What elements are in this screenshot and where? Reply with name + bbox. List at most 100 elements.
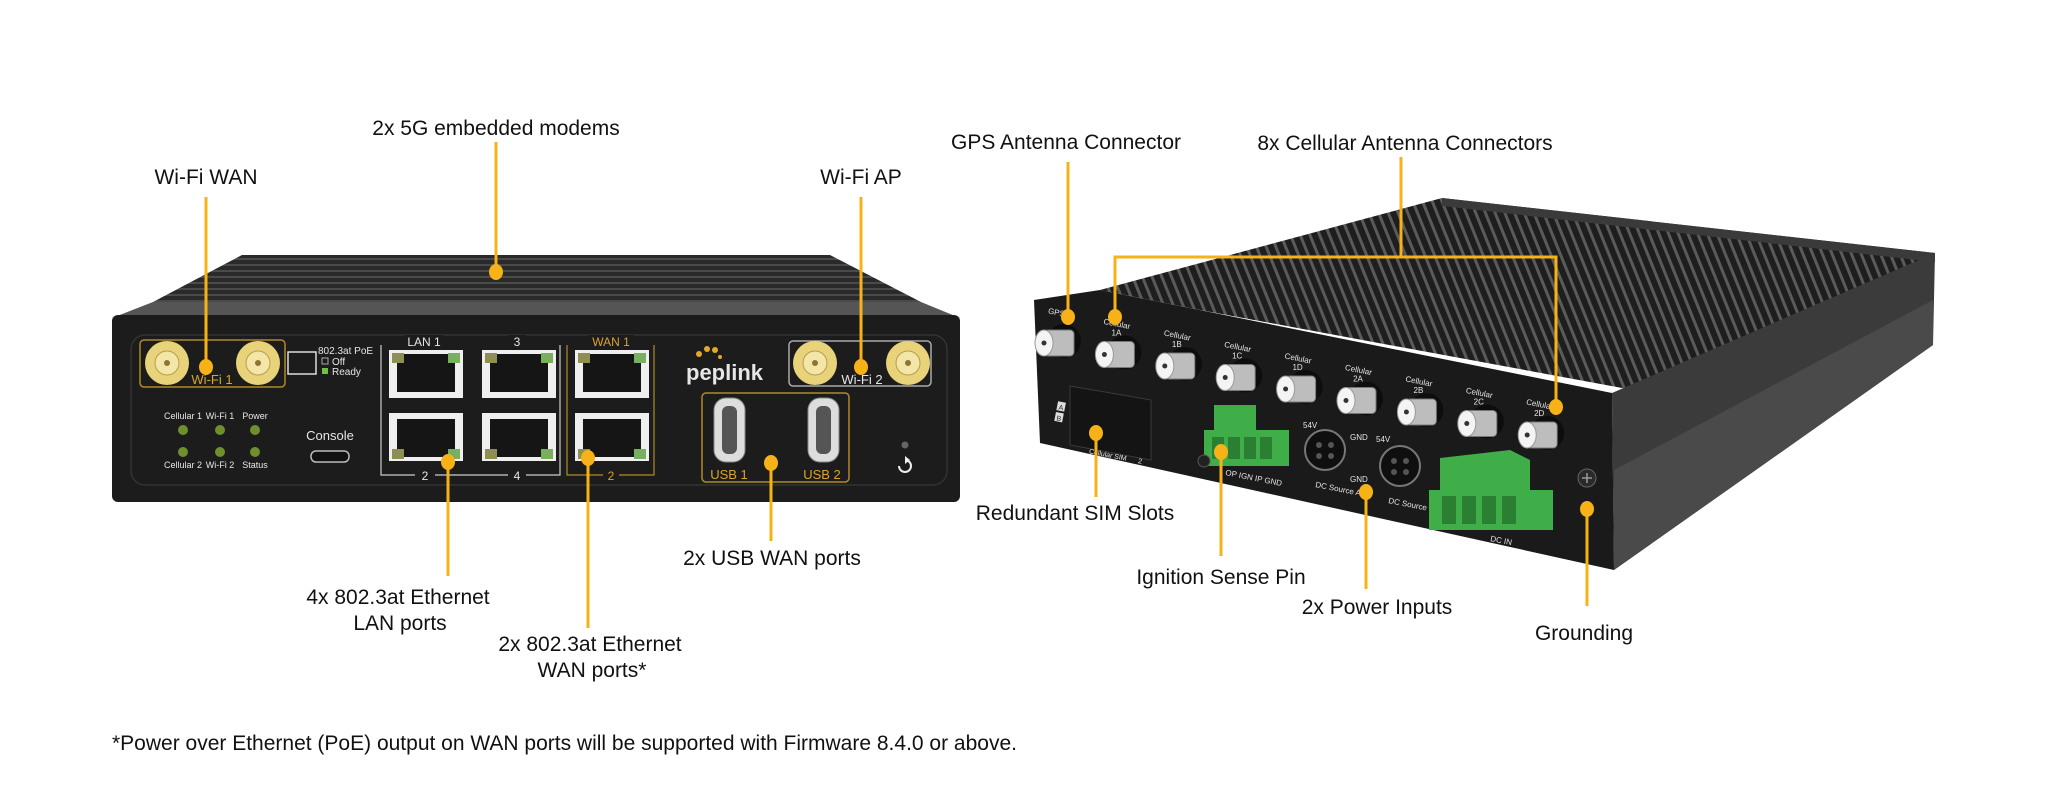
callout-dot-power <box>1359 484 1373 500</box>
antenna-connector-cellular-1b[interactable] <box>1155 347 1202 381</box>
led-label-cellular1: Cellular 1 <box>164 411 202 421</box>
link-led <box>485 353 497 363</box>
front-heatsink <box>153 255 921 302</box>
connector-sublabel: 2A <box>1353 375 1363 384</box>
link-led <box>485 449 497 459</box>
front-device: Wi-Fi 1 802.3at PoE Off Ready Cellular 1… <box>112 255 960 502</box>
led-wifi2 <box>215 447 225 457</box>
label-grounding: Grounding <box>1535 622 1633 645</box>
antenna-connector-cellular-2c[interactable] <box>1457 404 1504 439</box>
grounding-screw[interactable] <box>1577 468 1597 488</box>
lan-group-outline <box>380 345 561 476</box>
lan2-label: 2 <box>422 469 429 483</box>
poe-led <box>634 353 646 363</box>
connector-sublabel: 2D <box>1534 409 1544 418</box>
lan4-label: 4 <box>514 469 521 483</box>
connector-sublabel: 1C <box>1232 352 1242 361</box>
poe-off-swatch <box>321 357 329 365</box>
led-cellular2 <box>178 447 188 457</box>
callout-line-cellular-branch <box>1113 255 1558 407</box>
wan-port-2[interactable] <box>575 413 649 461</box>
label-wifi-ap: Wi-Fi AP <box>820 166 902 189</box>
dc-in-terminal-block[interactable] <box>1429 450 1553 530</box>
wan-port-1[interactable] <box>575 350 649 398</box>
poe-ready-swatch <box>322 368 328 374</box>
console-usb-c-port[interactable] <box>310 450 350 463</box>
wifi1-label: Wi-Fi 1 <box>191 372 232 387</box>
lan-port-3[interactable] <box>482 350 556 398</box>
antenna-connector-cellular-2d[interactable] <box>1517 416 1565 450</box>
lan-port-4[interactable] <box>482 413 556 461</box>
label-wifi-wan: Wi-Fi WAN <box>154 166 257 189</box>
antenna-connector-cellular-2b[interactable] <box>1396 393 1444 427</box>
wifi1-antenna-connector-b[interactable] <box>236 341 280 385</box>
callout-dot-ignition <box>1214 444 1228 460</box>
wifi2-label: Wi-Fi 2 <box>841 372 882 387</box>
dc-b-gnd-label: GND <box>1350 475 1368 484</box>
poe-led <box>541 449 553 459</box>
ignition-terminal-block[interactable] <box>1204 405 1289 466</box>
wifi1-antenna-connector-a[interactable] <box>145 341 189 385</box>
label-ignition: Ignition Sense Pin <box>1136 566 1305 589</box>
label-modems: 2x 5G embedded modems <box>372 117 619 140</box>
poe-ready-label: Ready <box>332 367 361 378</box>
dc-b-54v-label: 54V <box>1376 435 1391 444</box>
antenna-connector-cellular-1a[interactable] <box>1094 335 1142 370</box>
poe-led <box>448 449 460 459</box>
front-top-edge <box>112 302 960 318</box>
led-cellular1 <box>178 425 188 435</box>
antenna-connector-cellular-2a[interactable] <box>1336 381 1383 416</box>
connector-sublabel: 2C <box>1474 398 1484 407</box>
callout-dot-lan <box>441 454 455 470</box>
lan3-label: 3 <box>514 335 521 349</box>
callout-dot-sim <box>1089 425 1103 441</box>
usb-group-box <box>701 392 850 483</box>
link-led <box>392 353 404 363</box>
dc-source-b-connector[interactable] <box>1379 445 1421 487</box>
wan1-label: WAN 1 <box>592 335 630 349</box>
dc-source-a-connector[interactable] <box>1304 429 1346 471</box>
connector-sublabel: 2B <box>1414 386 1424 395</box>
status-leds: Cellular 1 Wi-Fi 1 Power Cellular 2 Wi-F… <box>164 411 268 470</box>
poe-title: 802.3at PoE <box>318 346 373 357</box>
callout-dot-wan <box>581 450 595 466</box>
label-sim: Redundant SIM Slots <box>976 502 1174 525</box>
sim-slot-cover[interactable] <box>1069 385 1152 461</box>
wan2-label: 2 <box>608 469 615 483</box>
usb1-label: USB 1 <box>710 467 748 482</box>
led-label-wifi1: Wi-Fi 1 <box>206 411 235 421</box>
console-label: Console <box>306 428 354 443</box>
led-label-wifi2: Wi-Fi 2 <box>206 460 235 470</box>
label-gps: GPS Antenna Connector <box>951 131 1181 154</box>
panel-screw <box>1197 454 1211 468</box>
peplink-logo: peplink <box>686 346 764 385</box>
callout-dot-modems <box>489 264 503 280</box>
antenna-connector-gps[interactable] <box>1034 324 1081 358</box>
link-led <box>578 353 590 363</box>
led-label-status: Status <box>242 460 268 470</box>
antenna-connector-cellular-1d[interactable] <box>1276 370 1323 404</box>
led-power <box>250 425 260 435</box>
callout-dot-cellular-1a <box>1108 309 1122 325</box>
reset-led <box>901 441 909 449</box>
wifi1-box <box>139 339 286 388</box>
led-wifi1 <box>215 425 225 435</box>
poe-led <box>541 353 553 363</box>
wifi2-antenna-connector-b[interactable] <box>886 341 930 385</box>
callout-dot-grounding <box>1580 501 1594 517</box>
dc-in-label: DC IN <box>1490 534 1513 547</box>
antenna-connector-cellular-1c[interactable] <box>1215 358 1263 393</box>
dc-a-54v-label: 54V <box>1303 421 1318 430</box>
callout-dot-wifi-wan <box>199 359 213 375</box>
footnote: *Power over Ethernet (PoE) output on WAN… <box>112 732 1017 755</box>
connector-label: GPS <box>1047 307 1065 319</box>
lan1-label: LAN 1 <box>407 335 441 349</box>
front-inner-panel <box>130 334 948 486</box>
rear-top-back <box>1442 198 1935 262</box>
wifi2-antenna-connector-a[interactable] <box>793 341 837 385</box>
lan-port-2[interactable] <box>389 413 463 461</box>
reset-button-icon[interactable] <box>898 456 912 473</box>
lan-port-1[interactable] <box>389 350 463 398</box>
label-wan-line1: 2x 802.3at Ethernet <box>498 633 681 656</box>
